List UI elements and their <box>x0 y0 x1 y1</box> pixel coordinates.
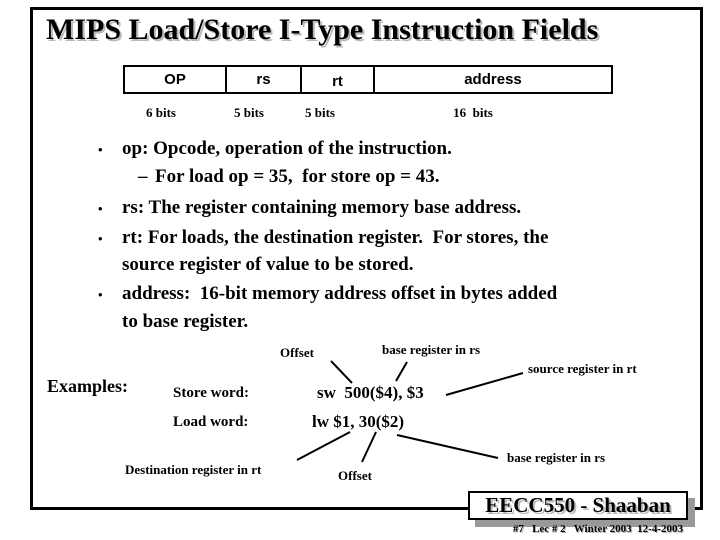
store-word-label: Store word: <box>173 385 249 401</box>
bullet-address-line2: to base register. <box>122 311 249 332</box>
bullet-rt-line2: source register of value to be stored. <box>122 254 414 275</box>
load-word-label: Load word: <box>173 414 249 430</box>
bullet-address-line1: address: 16-bit memory address offset in… <box>122 283 558 304</box>
field-label-op: OP <box>164 71 186 88</box>
bullet-marker: • <box>98 231 103 246</box>
bits-label-rt: 5 bits <box>305 105 335 120</box>
footer-course-text: EECC550 - Shaaban <box>485 493 671 517</box>
field-label-rs: rs <box>256 71 271 88</box>
annotation-sw-offset: Offset <box>280 345 314 360</box>
bullet-rs: rs: The register containing memory base … <box>122 197 522 218</box>
annotation-lw-destination-register: Destination register in rt <box>125 462 262 477</box>
bullet-op-detail: For load op = 35, for store op = 43. <box>155 166 440 187</box>
annotation-lw-offset: Offset <box>338 468 372 483</box>
annotation-line-sw-base <box>395 361 408 382</box>
bits-label-op: 6 bits <box>146 105 176 120</box>
annotation-line-lw-offset <box>361 431 377 463</box>
footer-lecture-info: #7 Lec # 2 Winter 2003 12-4-2003 <box>512 523 683 535</box>
field-cell-rs: rs <box>227 67 302 92</box>
field-cell-rt: rt <box>302 67 375 92</box>
annotation-lw-base-register: base register in rs <box>507 450 606 465</box>
field-label-address: address <box>464 71 522 88</box>
annotation-sw-base-register: base register in rs <box>382 342 481 357</box>
bullet-rt-line1: rt: For loads, the destination register.… <box>122 227 549 248</box>
examples-heading: Examples: <box>47 376 128 396</box>
annotation-line-lw-base <box>396 434 499 459</box>
annotation-line-sw-offset <box>330 360 353 384</box>
bits-label-rs: 5 bits <box>234 105 264 120</box>
bits-label-address: 16 bits <box>453 105 493 120</box>
bullet-marker: • <box>98 142 103 157</box>
store-word-code: sw 500($4), $3 <box>317 383 424 402</box>
field-cell-op: OP <box>125 67 227 92</box>
bullet-op: op: Opcode, operation of the instruction… <box>122 138 452 159</box>
load-word-code: lw $1, 30($2) <box>312 412 405 431</box>
dash-marker: – <box>138 166 148 187</box>
page-title: MIPS Load/Store I-Type Instruction Field… <box>46 13 599 46</box>
bullet-marker: • <box>98 201 103 216</box>
footer-course-box: EECC550 - Shaaban <box>468 491 688 520</box>
annotation-line-lw-destination <box>296 431 351 461</box>
annotation-line-sw-source <box>445 372 524 396</box>
bullet-marker: • <box>98 287 103 302</box>
field-cell-address: address <box>375 67 611 92</box>
instruction-fields-table: OP rs rt address <box>123 65 613 94</box>
annotation-sw-source-register: source register in rt <box>528 361 637 376</box>
field-label-rt: rt <box>332 73 343 90</box>
